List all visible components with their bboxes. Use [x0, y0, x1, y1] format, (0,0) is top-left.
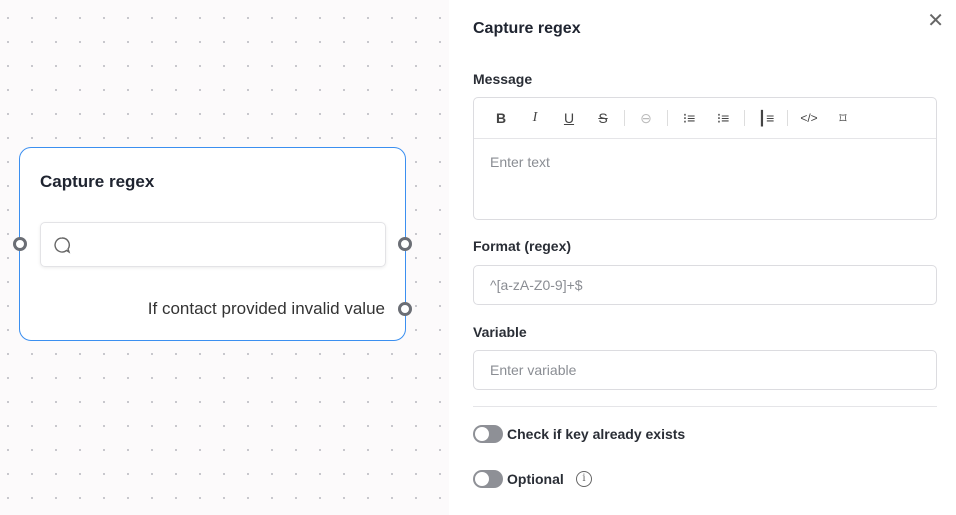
check-key-toggle[interactable] [473, 425, 503, 443]
variable-label: Variable [473, 324, 527, 340]
divider [787, 110, 788, 126]
bullet-list-icon[interactable]: ⁝≡ [682, 109, 696, 126]
editor-toolbar: B I U S ⊖ ⁝≡ ⁝≡ ┃≡ </> ⌑ [474, 98, 936, 139]
flow-canvas[interactable]: Capture regex If contact provided invali… [0, 0, 449, 515]
numbered-list-icon[interactable]: ⁝≡ [716, 109, 730, 126]
invalid-value-branch-label: If contact provided invalid value [147, 299, 385, 318]
format-regex-input[interactable] [473, 265, 937, 305]
blockquote-icon[interactable]: ┃≡ [757, 109, 775, 126]
format-label: Format (regex) [473, 238, 572, 254]
input-port[interactable] [13, 237, 27, 251]
code-icon[interactable]: </> [800, 111, 818, 125]
message-placeholder: Enter text [490, 154, 550, 170]
node-title: Capture regex [40, 172, 155, 191]
divider [624, 110, 625, 126]
variable-input[interactable] [473, 350, 937, 390]
optional-toggle[interactable] [473, 470, 503, 488]
close-icon[interactable]: ✕ [927, 10, 944, 32]
optional-label: Optional [507, 471, 564, 487]
variable-icon[interactable]: ⌑ [839, 109, 847, 126]
output-port[interactable] [398, 237, 412, 251]
underline-icon[interactable]: U [563, 110, 575, 126]
italic-icon[interactable]: I [532, 110, 538, 125]
message-editor[interactable]: B I U S ⊖ ⁝≡ ⁝≡ ┃≡ </> ⌑ Enter text [473, 97, 937, 220]
info-icon[interactable]: i [576, 471, 592, 487]
invalid-output-port[interactable] [398, 302, 412, 316]
check-key-label: Check if key already exists [507, 426, 686, 442]
divider [473, 406, 937, 407]
panel-title: Capture regex [473, 20, 581, 37]
link-icon[interactable]: ⊖ [640, 109, 652, 126]
divider [744, 110, 745, 126]
bold-icon[interactable]: B [495, 110, 507, 126]
settings-panel: ✕ Capture regex Message B I U S ⊖ ⁝≡ ⁝≡ … [449, 0, 956, 515]
capture-regex-node[interactable]: Capture regex If contact provided invali… [19, 147, 406, 341]
chat-bubble-icon [54, 237, 71, 254]
message-label: Message [473, 71, 533, 87]
strikethrough-icon[interactable]: S [598, 110, 608, 126]
divider [667, 110, 668, 126]
message-preview[interactable] [40, 222, 386, 267]
